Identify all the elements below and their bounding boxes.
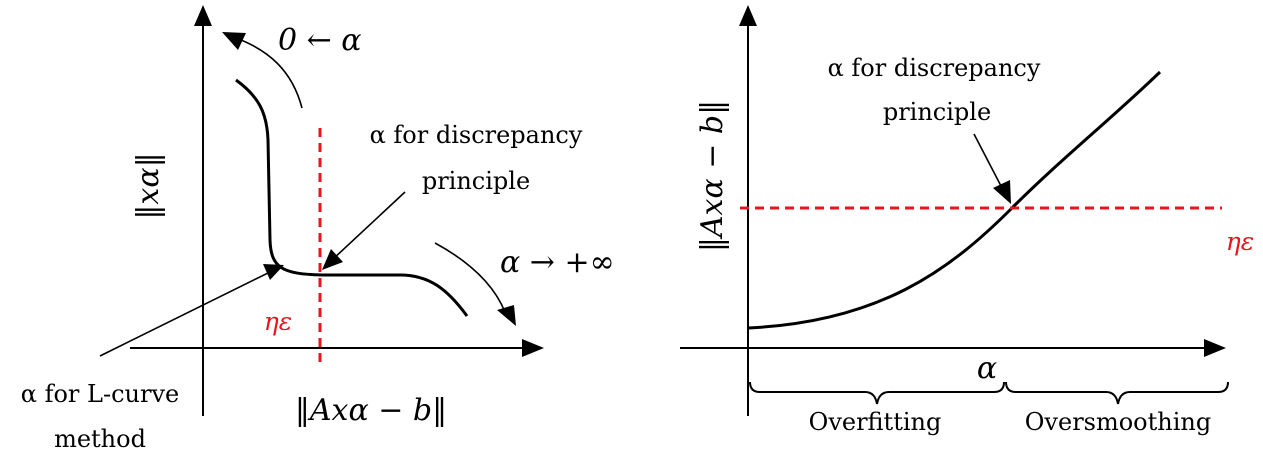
lcurve-label-line1: α for L-curve bbox=[21, 380, 179, 408]
residual-curve bbox=[747, 70, 1162, 330]
arrow-large-alpha-label: α → +∞ bbox=[500, 245, 615, 280]
arrow-large-alpha-head bbox=[497, 305, 516, 326]
left-discrepancy-pointer-head bbox=[322, 249, 343, 270]
arrow-small-alpha-head bbox=[222, 32, 246, 50]
lcurve-label-line2: method bbox=[54, 425, 146, 453]
left-diagram: ‖Axα − b‖ ‖xα‖ 0 ← α α → +∞ α for discre… bbox=[21, 5, 615, 453]
brace-overfitting bbox=[749, 381, 1005, 405]
lcurve-pointer bbox=[99, 271, 271, 357]
left-discrepancy-pointer bbox=[331, 191, 406, 261]
left-y-axis-label: ‖xα‖ bbox=[131, 152, 166, 219]
l-curve bbox=[235, 78, 469, 317]
right-y-axis-label: ‖Axα − b‖ bbox=[695, 100, 730, 252]
right-x-axis-label: α bbox=[977, 351, 997, 386]
right-discrepancy-label-line1: α for discrepancy bbox=[828, 54, 1041, 82]
left-threshold-label: ηε bbox=[264, 307, 292, 336]
right-x-axis-arrowhead bbox=[1204, 339, 1226, 357]
brace-oversmoothing bbox=[1005, 381, 1229, 405]
left-x-axis-arrowhead bbox=[522, 339, 544, 357]
region-oversmoothing-label: Oversmoothing bbox=[1025, 408, 1211, 436]
left-discrepancy-label-line1: α for discrepancy bbox=[370, 121, 583, 149]
right-y-axis-arrowhead bbox=[739, 5, 757, 26]
left-x-axis-label: ‖Axα − b‖ bbox=[295, 393, 447, 428]
right-discrepancy-label-line2: principle bbox=[883, 98, 991, 126]
lcurve-pointer-head bbox=[263, 264, 284, 280]
arrow-small-alpha-label: 0 ← α bbox=[278, 23, 362, 58]
right-diagram: α ‖Axα − b‖ α for discrepancy principle … bbox=[680, 5, 1254, 436]
right-discrepancy-pointer-head bbox=[993, 180, 1011, 204]
right-discrepancy-pointer bbox=[973, 133, 1002, 187]
right-threshold-label: ηε bbox=[1226, 227, 1254, 256]
left-y-axis-arrowhead bbox=[194, 5, 212, 26]
region-overfitting-label: Overfitting bbox=[809, 408, 942, 436]
arrow-small-alpha bbox=[235, 37, 303, 109]
left-discrepancy-label-line2: principle bbox=[422, 167, 530, 195]
arrow-large-alpha bbox=[434, 242, 506, 313]
